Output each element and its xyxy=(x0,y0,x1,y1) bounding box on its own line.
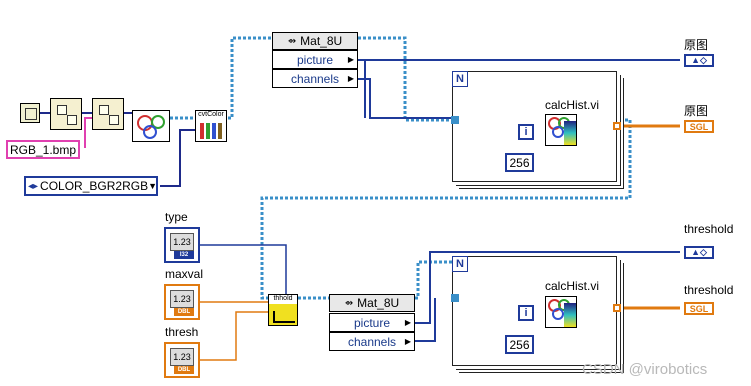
thr-hist-label: threshold xyxy=(684,283,734,297)
maxval-control[interactable]: 1.23 DBL xyxy=(164,284,200,320)
calc-hist-label-bottom: calcHist.vi xyxy=(545,279,600,293)
enum-arrows-icon: ◂▸ xyxy=(28,180,39,192)
enum-value: COLOR_BGR2RGB xyxy=(40,179,149,193)
calc-hist-node-top[interactable] xyxy=(545,114,577,146)
loop-count-terminal-bottom[interactable]: N xyxy=(452,256,468,272)
arrow-right-icon: ▶ xyxy=(404,337,411,346)
cvt-color-node[interactable]: cvtColor xyxy=(195,110,227,142)
type-rep-tag: I32 xyxy=(174,251,194,259)
sgl-tag: SGL xyxy=(689,121,709,132)
mat-channels-field-bottom[interactable]: channels ▶ xyxy=(329,332,415,351)
picture-field-label: picture xyxy=(296,52,334,67)
mat-header-label: Mat_8U xyxy=(300,34,343,48)
mat-unbundle-header[interactable]: ⇴ Mat_8U xyxy=(272,32,358,50)
mat-channels-field[interactable]: channels ▶ xyxy=(272,69,358,88)
dropdown-arrow-icon[interactable]: ▼ xyxy=(148,181,157,191)
mat-header-label-bottom: Mat_8U xyxy=(357,296,400,310)
channels-field-label: channels xyxy=(290,71,340,86)
calc-hist-node-bottom[interactable] xyxy=(545,296,577,328)
orig-image-label: 原图 xyxy=(684,38,709,52)
type-label: type xyxy=(165,210,188,224)
channels-field-label-bottom: channels xyxy=(347,334,397,349)
arrow-right-icon: ▶ xyxy=(404,318,411,327)
mat-picture-field[interactable]: picture ▶ xyxy=(272,50,358,69)
iteration-terminal-top: i xyxy=(518,124,534,140)
for-loop-bottom[interactable] xyxy=(452,256,617,366)
image-tag-icon: ▲◇ xyxy=(691,55,707,65)
unbundle-icon: ⇴ xyxy=(287,35,297,47)
file-path-constant[interactable]: RGB_1.bmp xyxy=(6,140,80,159)
loop-tunnel-top-in xyxy=(451,116,459,124)
sgl-tag-bottom: SGL xyxy=(689,303,709,314)
build-path-icon[interactable] xyxy=(50,98,82,130)
constant-box-icon[interactable] xyxy=(20,103,40,123)
type-numeric-display: 1.23 xyxy=(170,233,194,251)
arrow-right-icon: ▶ xyxy=(347,74,354,83)
thr-image-label: threshold xyxy=(684,222,734,236)
iteration-terminal-bottom: i xyxy=(518,305,534,321)
maxval-numeric-display: 1.23 xyxy=(170,290,194,308)
maxval-label: maxval xyxy=(165,267,204,281)
threshold-node-label: thhold xyxy=(269,295,297,304)
orig-hist-label: 原图 xyxy=(684,104,709,118)
thresh-numeric-display: 1.23 xyxy=(170,348,194,366)
calc-hist-label-top: calcHist.vi xyxy=(545,98,600,112)
bins-constant-top[interactable]: 256 xyxy=(505,153,534,172)
threshold-node[interactable]: thhold xyxy=(268,294,298,326)
color-conversion-enum[interactable]: ◂▸ COLOR_BGR2RGB ▼ xyxy=(24,176,158,196)
thresh-control[interactable]: 1.23 DBL xyxy=(164,342,200,378)
bins-constant-bottom[interactable]: 256 xyxy=(505,335,534,354)
loop-tunnel-bottom-out xyxy=(613,304,621,312)
thr-hist-indicator[interactable]: SGL xyxy=(684,302,714,315)
loop-tunnel-bottom-in xyxy=(451,294,459,302)
unbundle-icon: ⇴ xyxy=(344,297,354,309)
image-tag-icon: ▲◇ xyxy=(691,247,707,257)
for-loop-top[interactable] xyxy=(452,71,617,182)
picture-field-label-bottom: picture xyxy=(353,315,391,330)
orig-hist-indicator[interactable]: SGL xyxy=(684,120,714,133)
thr-image-indicator[interactable]: ▲◇ xyxy=(684,246,714,259)
cvt-color-label: cvtColor xyxy=(196,111,226,120)
build-path-icon-2[interactable] xyxy=(92,98,124,130)
loop-tunnel-top-out xyxy=(613,122,621,130)
maxval-rep-tag: DBL xyxy=(174,308,194,316)
mat-picture-field-bottom[interactable]: picture ▶ xyxy=(329,313,415,332)
imread-icon[interactable] xyxy=(132,110,170,142)
arrow-right-icon: ▶ xyxy=(347,55,354,64)
thresh-label: thresh xyxy=(165,325,199,339)
watermark: CSDN @virobotics xyxy=(582,361,708,378)
loop-count-terminal-top[interactable]: N xyxy=(452,71,468,87)
orig-image-indicator[interactable]: ▲◇ xyxy=(684,54,714,67)
thresh-rep-tag: DBL xyxy=(174,366,194,374)
mat-unbundle-header-bottom[interactable]: ⇴ Mat_8U xyxy=(329,294,415,312)
type-control[interactable]: 1.23 I32 xyxy=(164,227,200,263)
